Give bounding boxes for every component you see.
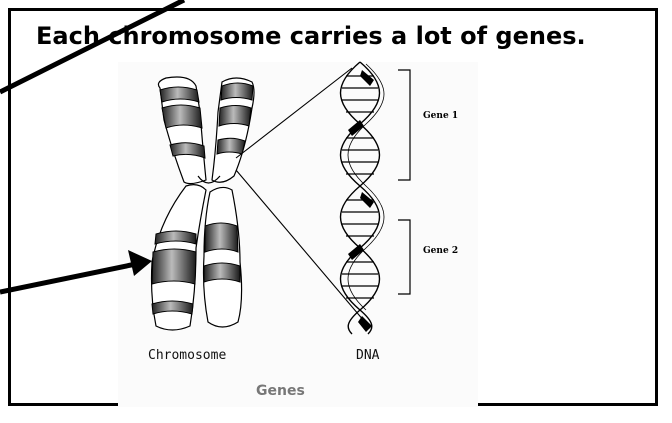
lower-arrow-line — [0, 264, 136, 292]
page-title: Each chromosome carries a lot of genes. — [36, 22, 586, 50]
chromosome-band — [152, 249, 196, 284]
chromosome-band — [204, 263, 240, 282]
chromosome-band — [219, 106, 251, 127]
gene2-label: Gene 2 — [423, 246, 458, 256]
chromosome-band — [217, 138, 245, 154]
chromosome-band — [221, 83, 253, 100]
gene1-label: Gene 1 — [423, 111, 458, 121]
genes-caption: Genes — [256, 383, 305, 399]
chromosome-band — [162, 105, 202, 128]
chromosome-label: Chromosome — [148, 348, 226, 363]
chromosome-band — [205, 223, 238, 252]
dna-label: DNA — [356, 348, 379, 363]
